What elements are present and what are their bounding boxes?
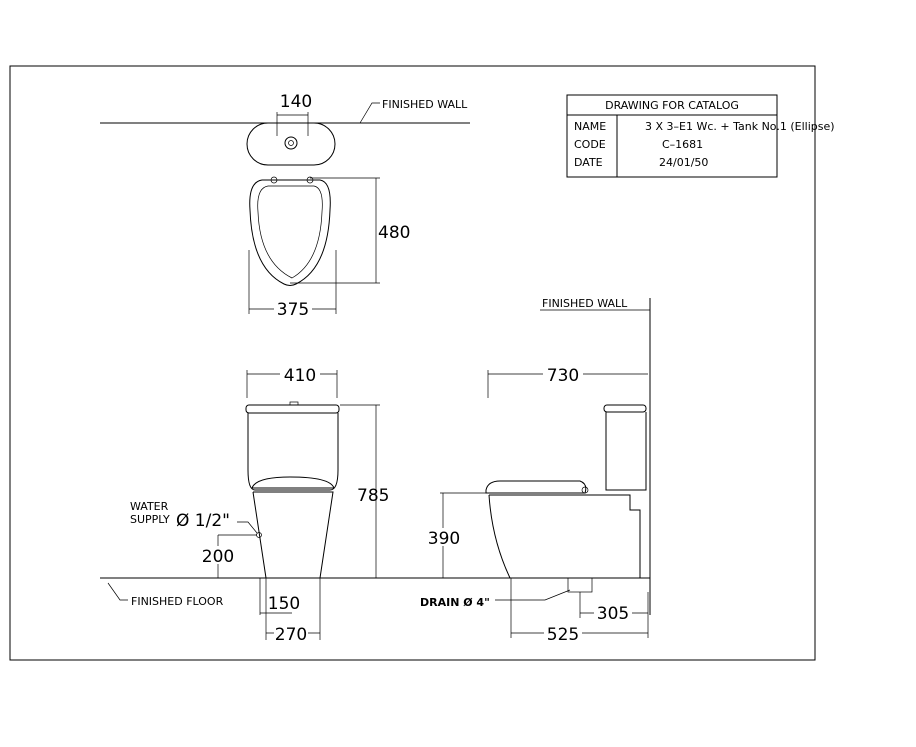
bowl-side [488,494,641,579]
dim-140: 140 [280,92,312,112]
name-value: 3 X 3–E1 Wc. + Tank No.1 (Ellipse) [645,120,835,133]
side-finished-wall-label: FINISHED WALL [542,297,628,310]
drain-label: DRAIN Ø 4" [420,596,490,609]
date-value: 24/01/50 [659,156,708,169]
code-label: CODE [574,138,606,151]
seat-front [251,476,335,489]
dim-375: 375 [277,300,309,320]
finished-floor-label: FINISHED FLOOR [131,595,224,608]
seat-side [485,480,587,494]
date-label: DATE [574,156,603,169]
bowl-front [252,491,334,579]
top-view: FINISHED WALL 140 480 375 [100,92,470,320]
dim-480: 480 [378,223,410,243]
dim-785: 785 [357,486,389,506]
dim-390: 390 [428,529,460,549]
tank-front [247,413,339,491]
seat-top [249,179,331,286]
top-finished-wall-label: FINISHED WALL [382,98,468,111]
dim-305: 305 [597,604,629,624]
title-block-header: DRAWING FOR CATALOG [605,99,739,112]
side-view: FINISHED WALL 730 390 DRAIN Ø 4" 305 525 [420,297,651,645]
drawing-border [9,65,816,661]
water-supply-line2: SUPPLY [130,513,170,526]
code-value: C–1681 [662,138,703,151]
dim-525: 525 [547,625,579,645]
dim-730: 730 [547,366,579,386]
water-supply-size: Ø 1/2" [176,511,230,531]
dim-270: 270 [275,625,307,645]
dim-410: 410 [284,366,316,386]
front-view: 410 785 WATER SUPPLY Ø 1/2" 200 FINISHED… [107,366,389,645]
title-block: DRAWING FOR CATALOG NAME 3 X 3–E1 Wc. + … [566,94,835,178]
tank-side [605,412,647,491]
water-supply-line1: WATER [130,500,169,513]
tank-top [246,122,336,166]
dim-200: 200 [202,547,234,567]
name-label: NAME [574,120,606,133]
dim-150: 150 [268,594,300,614]
